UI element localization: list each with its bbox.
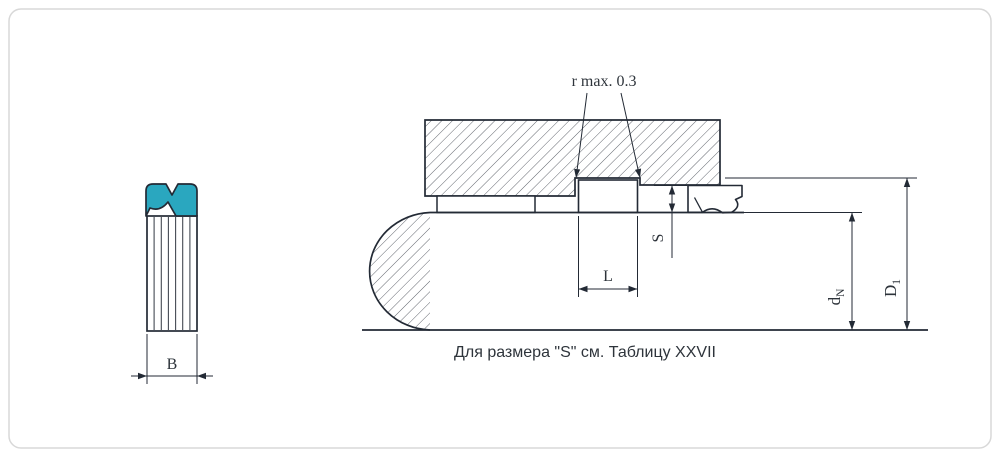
frame-border — [8, 8, 992, 449]
dim-s-label: S — [650, 234, 667, 243]
dim-d1-label-sub: 1 — [891, 279, 903, 285]
dim-r-label: r max. 0.3 — [572, 73, 637, 90]
seal-profile-view: B — [131, 183, 213, 384]
installation-view: r max. 0.3 L S dN — [362, 73, 928, 361]
dim-r-leader-right — [620, 92, 639, 170]
dim-D1: D1 — [881, 178, 911, 330]
seal-lip — [145, 183, 198, 217]
dim-dn-label-main: d — [825, 296, 844, 305]
seal-body — [146, 215, 198, 332]
guide-ring — [436, 195, 536, 214]
seal-fabric-lines — [153, 217, 191, 330]
dim-L: L — [578, 216, 638, 297]
dim-dn-arrow-top — [848, 212, 856, 222]
size-table-note: Для размера "S" см. Таблицу XXVII — [454, 344, 716, 361]
dim-s-arrow-bottom — [668, 203, 676, 213]
dim-r: r max. 0.3 — [572, 73, 642, 178]
dim-l-arrow-left — [578, 285, 588, 293]
dim-S: S — [650, 185, 687, 258]
dim-dn-label: dN — [825, 288, 847, 306]
dim-d1-label: D1 — [881, 279, 903, 297]
wiper-lip-inner-edge — [693, 197, 704, 213]
dim-r-leader-left — [576, 92, 588, 170]
dim-b-arrow-right — [197, 372, 206, 380]
dim-l-label: L — [603, 268, 613, 285]
seal-in-groove — [577, 179, 639, 214]
dim-b-label: B — [167, 356, 178, 373]
dim-d1-label-main: D — [881, 285, 900, 297]
dim-l-arrow-right — [628, 285, 638, 293]
dim-r-arrow-left — [574, 168, 581, 178]
housing-hatched — [424, 119, 721, 197]
dim-r-arrow-right — [635, 168, 642, 178]
dim-b-arrow-left — [138, 372, 147, 380]
rod-break-arc — [368, 211, 431, 331]
dim-s-arrow-top — [668, 185, 676, 195]
rod — [362, 211, 928, 331]
rod-break-hatch — [369, 212, 430, 330]
dim-d1-arrow-bottom — [903, 321, 911, 330]
dim-dn-label-sub: N — [835, 288, 847, 297]
dim-d1-arrow-top — [903, 178, 911, 187]
dim-B: B — [131, 334, 213, 384]
dim-dn-arrow-bottom — [848, 321, 856, 330]
dim-dN: dN — [825, 212, 856, 330]
